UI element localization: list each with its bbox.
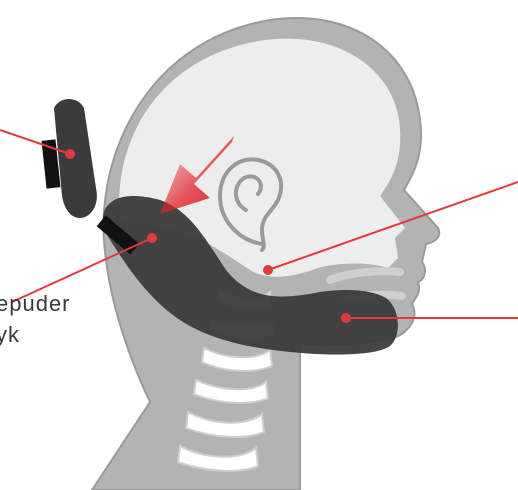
label-line-1: epuder xyxy=(0,290,71,318)
pointer-dot-chin xyxy=(341,313,351,323)
pointer-dot-jaw xyxy=(263,265,273,275)
headrest-pad xyxy=(54,99,97,218)
pointer-dot-headrest xyxy=(65,149,75,159)
pointer-dot-pillow xyxy=(147,233,157,243)
label-line-2: yk xyxy=(0,321,20,349)
